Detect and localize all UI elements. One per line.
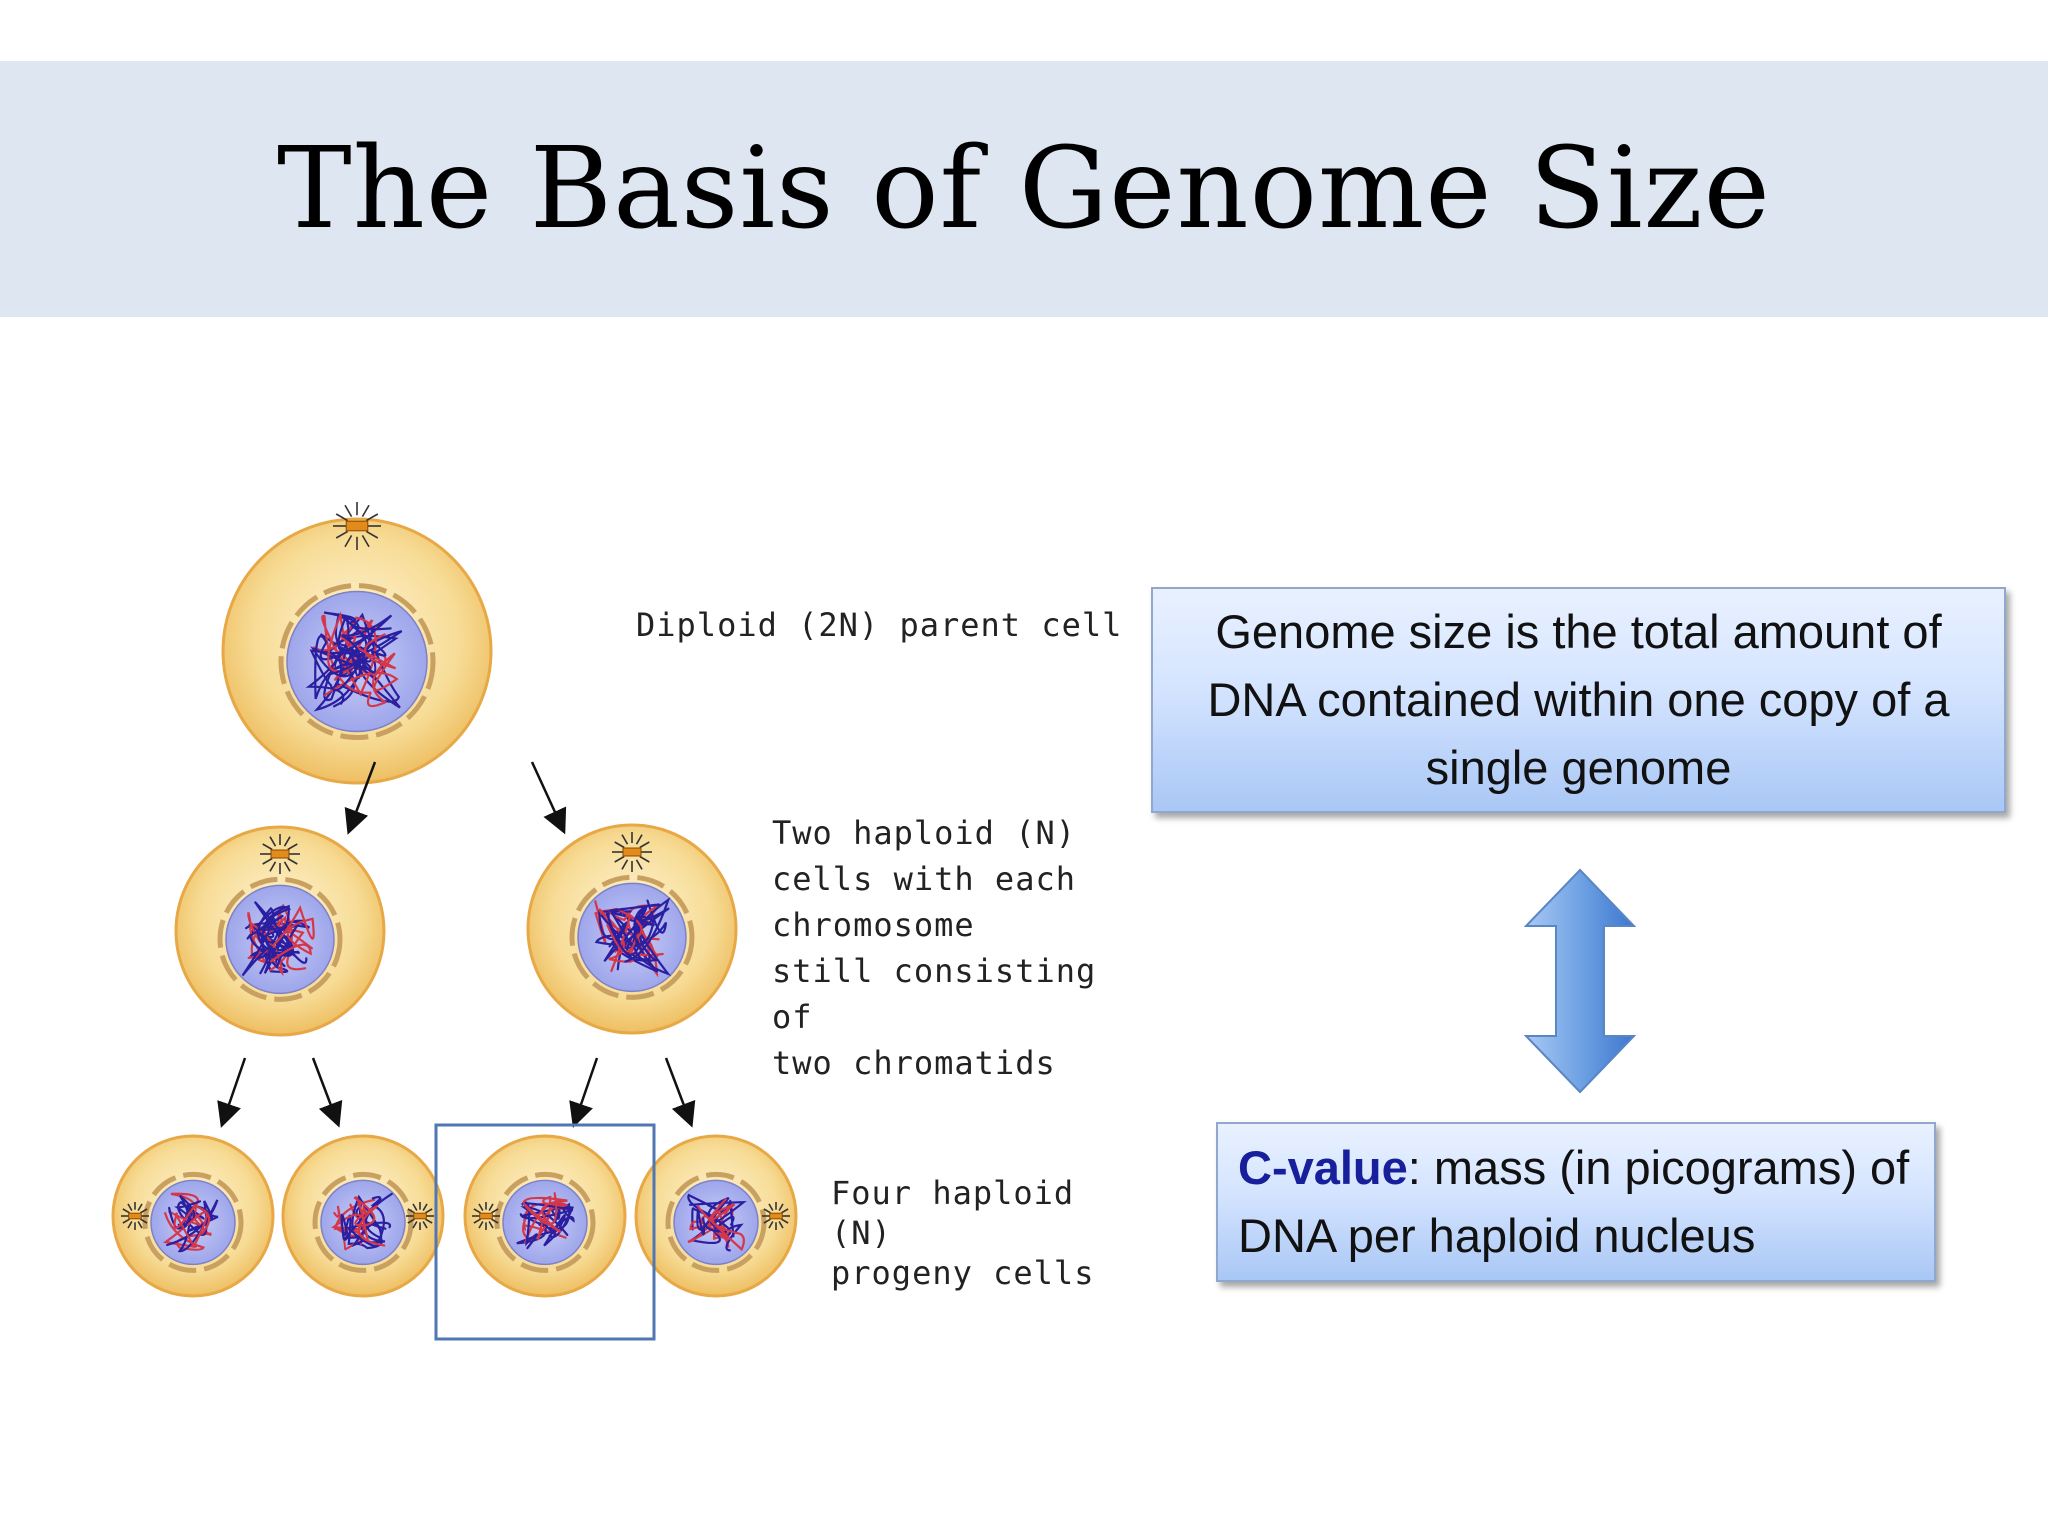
progeny-cell-4 — [634, 1134, 798, 1298]
arrow-left-to-p2 — [311, 1057, 343, 1128]
arrow-parent-to-left — [344, 761, 377, 835]
progeny-cell-3 — [463, 1134, 627, 1298]
c-value-definition-box: C-value: mass (in picograms) of DNA per … — [1216, 1122, 1936, 1282]
title-band: The Basis of Genome Size — [0, 61, 2048, 317]
progeny-cell-1 — [111, 1134, 275, 1298]
diploid-parent-cell — [221, 502, 493, 785]
haploid-cells-label: Two haploid (N) cells with each chromoso… — [772, 814, 1097, 1082]
selected-progeny-highlight-box — [434, 1123, 656, 1341]
double-arrow-vertical-icon — [1520, 868, 1640, 1099]
progeny-cell-2 — [281, 1134, 445, 1298]
arrow-left-to-p1 — [217, 1057, 247, 1128]
c-value-term: C-value — [1238, 1141, 1408, 1194]
meiosis-cells-illustration — [111, 502, 798, 1341]
progeny-cells-label: Four haploid (N) progeny cells — [831, 1174, 1095, 1292]
arrow-right-to-p4 — [664, 1057, 696, 1128]
arrow-right-to-p3 — [569, 1057, 599, 1128]
genome-size-definition-box: Genome size is the total amount of DNA c… — [1151, 587, 2006, 813]
diploid-parent-label: Diploid (2N) parent cell — [636, 606, 1123, 644]
haploid-cell-left — [174, 825, 386, 1037]
meiosis-diagram: Diploid (2N) parent cell Two haploid (N)… — [100, 480, 1130, 1360]
slide-title: The Basis of Genome Size — [277, 124, 1771, 254]
arrow-parent-to-right — [530, 761, 567, 835]
c-value-description: : mass (in picograms) of DNA per haploid… — [1238, 1141, 1910, 1262]
haploid-cell-right — [526, 823, 738, 1035]
genome-size-definition-text: Genome size is the total amount of DNA c… — [1207, 605, 1950, 794]
